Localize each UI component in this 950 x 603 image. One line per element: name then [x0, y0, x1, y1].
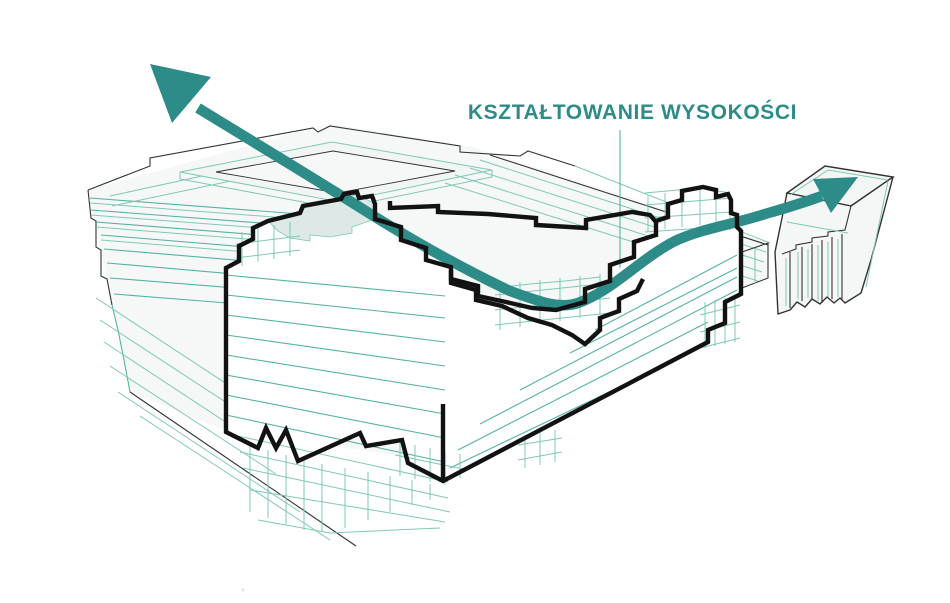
ground-structure-wireframe: [237, 430, 563, 534]
main-massing-fill: [226, 187, 741, 481]
back-parapet-line: [387, 201, 658, 231]
left-crown-boxes: [235, 222, 301, 266]
context-base-diagonal: [129, 391, 357, 547]
side-block-pleats: [781, 169, 889, 308]
left-wing-floor-lines: [225, 274, 446, 463]
arrow-shaft: [195, 103, 824, 311]
context-roof-edge: [87, 125, 576, 191]
arrowhead-up-right-icon: [813, 177, 858, 213]
arrowhead-up-left-icon: [150, 64, 211, 123]
massing-silhouette: [223, 184, 744, 484]
valley-front-parapet: [448, 270, 645, 347]
stray-mark: [241, 588, 245, 592]
diagram-title: KSZTAŁTOWANIE WYSOKOŚCI: [467, 101, 798, 124]
main-massing-outline: [223, 184, 744, 484]
height-shaping-arrow: [150, 64, 858, 311]
context-left-edge-lower: [111, 304, 131, 393]
context-left-edge: [87, 189, 113, 306]
